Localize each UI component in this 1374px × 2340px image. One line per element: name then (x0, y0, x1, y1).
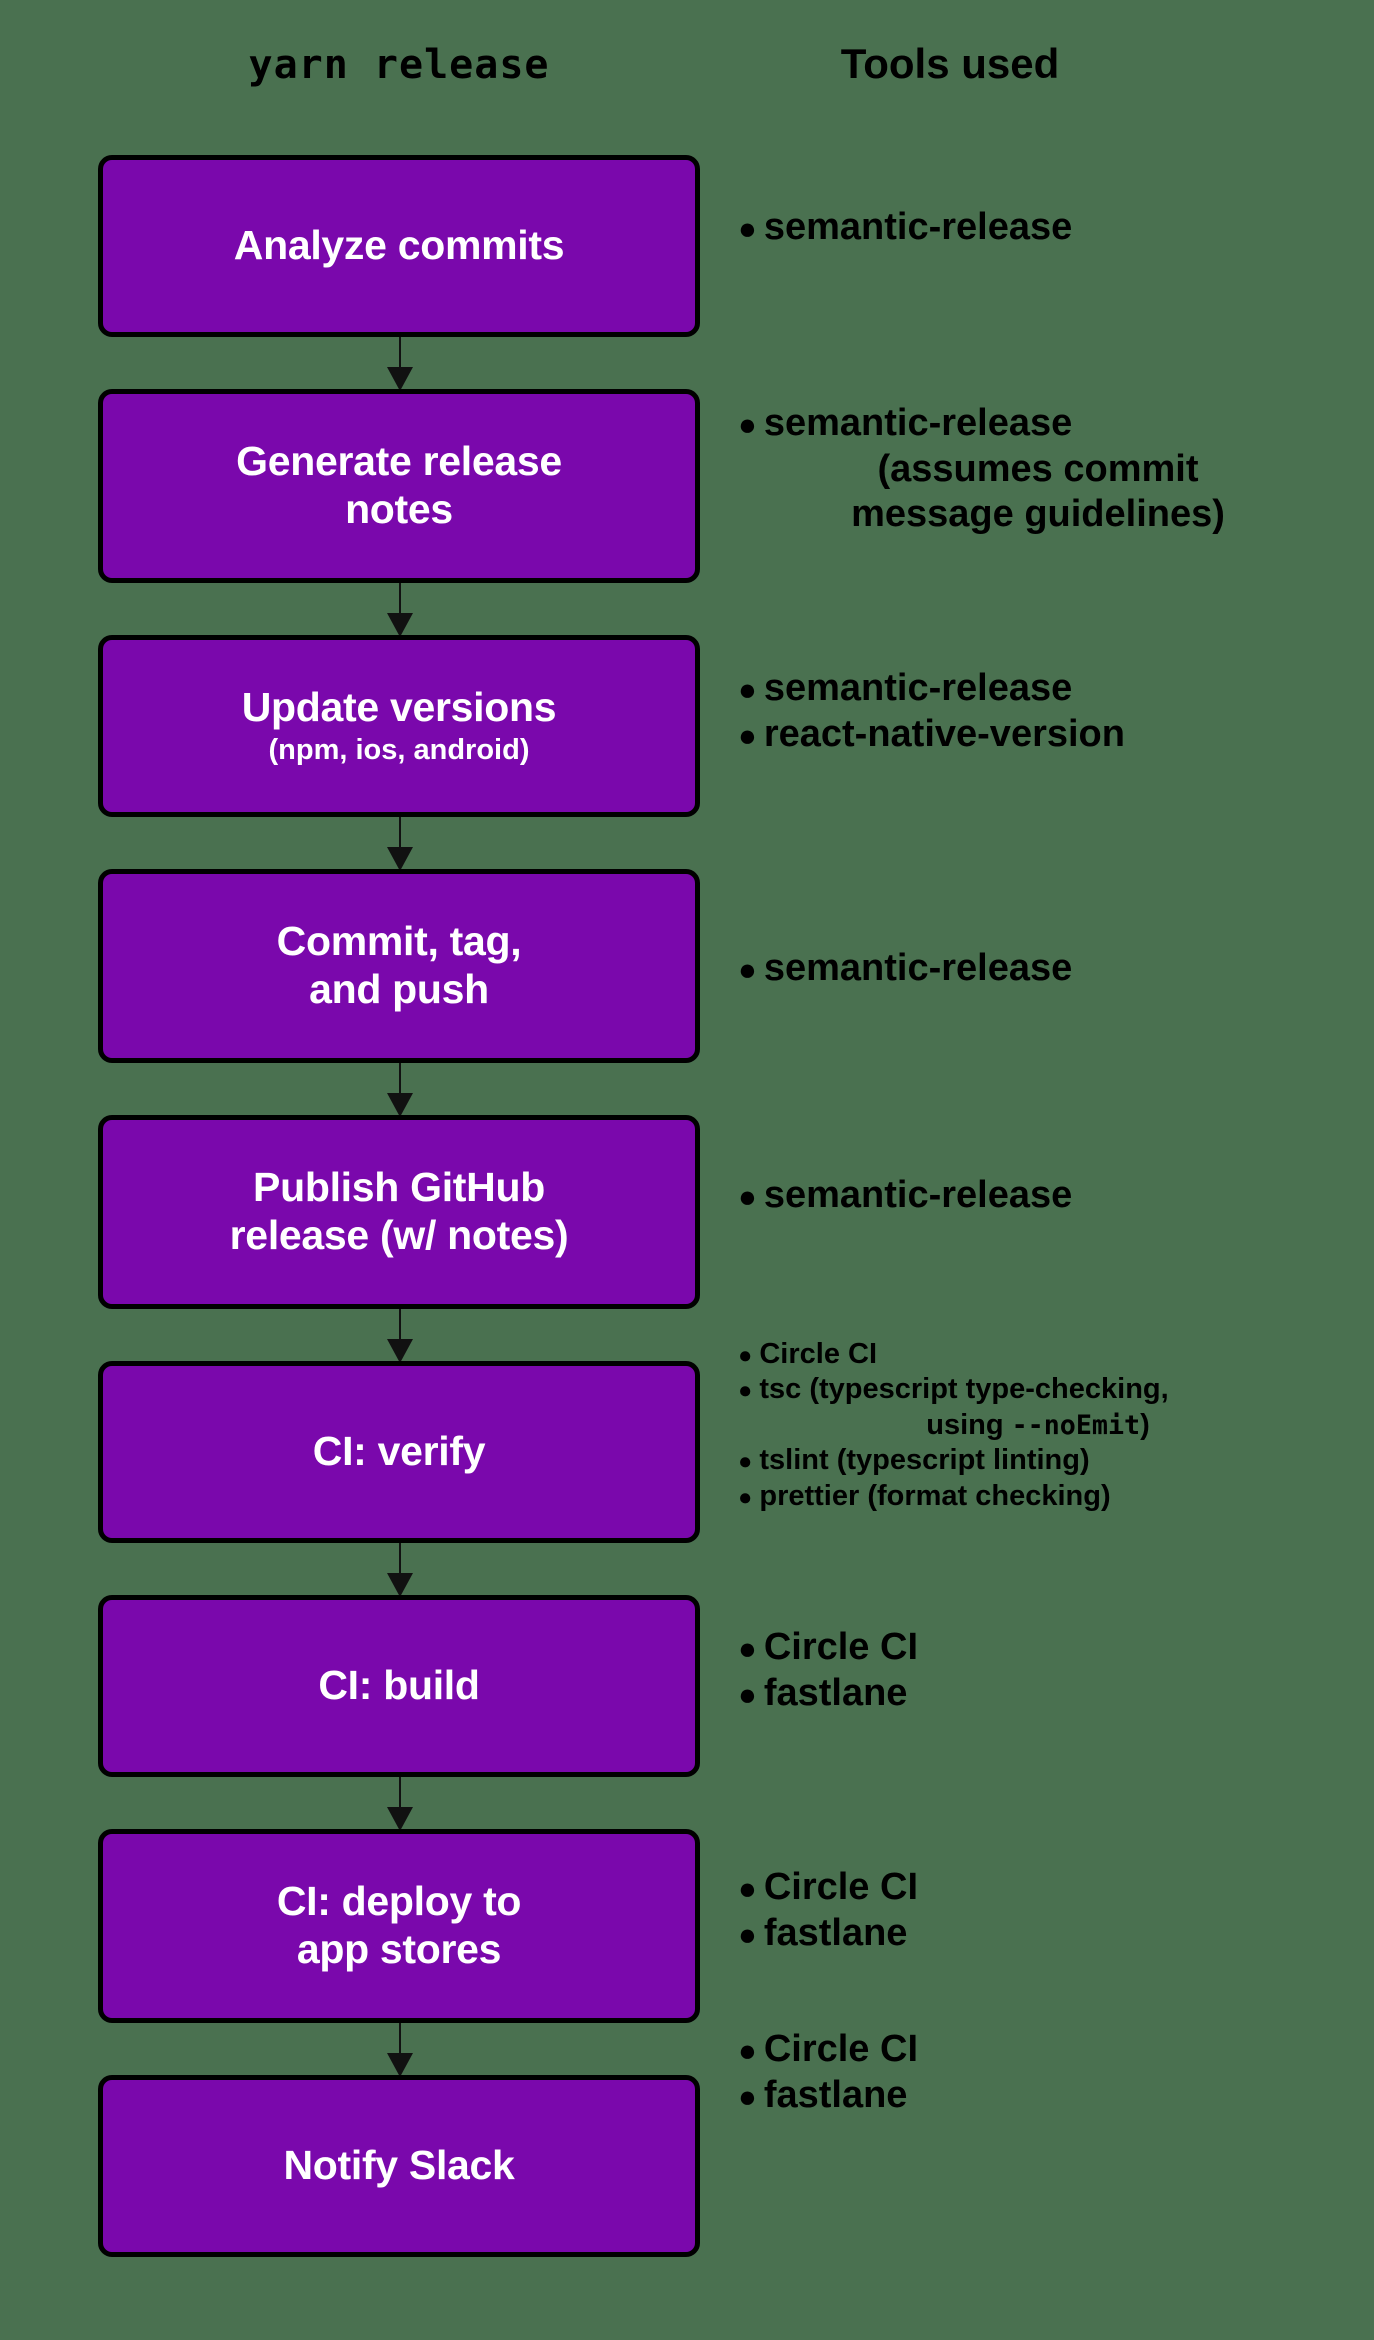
tools-list-ci-deploy-app-stores: ●Circle CI●fastlane (738, 1865, 1338, 1956)
tool-label: semantic-release (763, 206, 1073, 248)
tool-list-item: ●Circle CI (738, 1337, 1338, 1372)
connector-arrow-2 (399, 817, 401, 869)
connector-arrow-7 (399, 2023, 401, 2075)
bullet-icon: ● (738, 211, 757, 246)
tools-list-ci-build: ●Circle CI●fastlane (738, 1625, 1338, 1716)
flow-node-title: CI: verify (312, 1428, 486, 1475)
tool-label: prettier (format checking) (759, 1479, 1111, 1512)
tool-list-item: ●semantic-release (738, 401, 1338, 447)
tool-label: fastlane (763, 2073, 908, 2116)
flow-node-title: CI: build (318, 1662, 480, 1709)
tool-label: Circle CI (763, 2028, 918, 2070)
tool-list-item: ●semantic-release (738, 1173, 1338, 1219)
column-header-yarn-release: yarn release (248, 42, 550, 88)
inline-code: --noEmit (1011, 1409, 1141, 1441)
tool-list-item: ●semantic-release (738, 946, 1338, 992)
tool-label: Circle CI (763, 1866, 918, 1908)
tool-label: react-native-version (763, 712, 1125, 755)
flow-node-title: Notify Slack (283, 2142, 515, 2189)
tools-list-update-versions: ●semantic-release●react-native-version (738, 666, 1338, 757)
connector-arrow-0 (399, 337, 401, 389)
tool-label: semantic-release (763, 1174, 1073, 1216)
bullet-icon: ● (738, 1631, 757, 1666)
tool-list-item: ●semantic-release (738, 205, 1338, 251)
bullet-icon: ● (738, 1377, 753, 1405)
tools-list-publish-github-release: ●semantic-release (738, 1173, 1338, 1219)
tools-list-commit-tag-push: ●semantic-release (738, 946, 1338, 992)
bullet-icon: ● (738, 2033, 757, 2068)
flow-node-commit-tag-push[interactable]: Commit, tag,and push (98, 869, 700, 1063)
tool-list-item: ●tsc (typescript type-checking, (738, 1372, 1338, 1407)
tool-list-item: ●fastlane (738, 1911, 1338, 1957)
tool-label: semantic-release (763, 667, 1073, 709)
tool-list-item: ●semantic-release (738, 666, 1338, 712)
tools-list-notify-slack: ●Circle CI●fastlane (738, 2027, 1338, 2118)
tool-label: Circle CI (763, 1626, 918, 1668)
tool-list-item: ●react-native-version (738, 712, 1338, 758)
flow-node-update-versions[interactable]: Update versions (npm, ios, android) (98, 635, 700, 817)
tool-list-item: ●Circle CI (738, 1865, 1338, 1911)
bullet-icon: ● (738, 1916, 757, 1952)
bullet-icon: ● (738, 1676, 757, 1712)
connector-arrow-3 (399, 1063, 401, 1115)
tool-list-item: ●fastlane (738, 1671, 1338, 1717)
tools-list-ci-verify: ●Circle CI●tsc (typescript type-checking… (738, 1337, 1338, 1514)
tool-label-continuation: (assumes commit (877, 447, 1199, 490)
bullet-icon: ● (738, 1179, 757, 1214)
tool-label: semantic-release (763, 402, 1073, 444)
bullet-icon: ● (738, 717, 757, 753)
column-header-tools-used: Tools used (840, 40, 1060, 87)
bullet-icon: ● (738, 1448, 753, 1476)
tool-label: semantic-release (763, 947, 1073, 989)
flow-node-title: Commit, tag,and push (276, 918, 522, 1012)
flow-node-title: Analyze commits (233, 222, 565, 269)
flow-node-subtitle: (npm, ios, android) (268, 734, 530, 767)
tool-list-item: ●fastlane (738, 2073, 1338, 2119)
connector-arrow-5 (399, 1543, 401, 1595)
tool-label: Circle CI (759, 1338, 878, 1370)
tool-label: fastlane (763, 1671, 908, 1714)
tool-label: tsc (typescript type-checking, (759, 1373, 1169, 1406)
connector-arrow-6 (399, 1777, 401, 1829)
flow-node-ci-verify[interactable]: CI: verify (98, 1361, 700, 1543)
flow-node-ci-build[interactable]: CI: build (98, 1595, 700, 1777)
tool-list-item: ●prettier (format checking) (738, 1479, 1338, 1514)
flow-node-analyze-commits[interactable]: Analyze commits (98, 155, 700, 337)
bullet-icon: ● (738, 952, 757, 987)
flow-node-title: Update versions (241, 683, 557, 730)
tool-list-item: ●tslint (typescript linting) (738, 1443, 1338, 1478)
bullet-icon: ● (738, 1871, 757, 1906)
flow-node-notify-slack[interactable]: Notify Slack (98, 2075, 700, 2257)
tool-label: tslint (typescript linting) (759, 1444, 1090, 1477)
tool-list-item: ●Circle CI (738, 1625, 1338, 1671)
tool-list-item: ●Circle CI (738, 2027, 1338, 2073)
bullet-icon: ● (738, 2078, 757, 2114)
connector-arrow-1 (399, 583, 401, 635)
connector-arrow-4 (399, 1309, 401, 1361)
bullet-icon: ● (738, 407, 757, 442)
bullet-icon: ● (738, 1483, 753, 1511)
tool-label-continuation: message guidelines) (851, 493, 1225, 536)
bullet-icon: ● (738, 672, 757, 707)
tool-label: fastlane (763, 1911, 908, 1954)
bullet-icon: ● (738, 1342, 753, 1369)
tools-list-analyze-commits: ●semantic-release (738, 205, 1338, 251)
tool-label-continuation: using --noEmit) (926, 1408, 1150, 1441)
